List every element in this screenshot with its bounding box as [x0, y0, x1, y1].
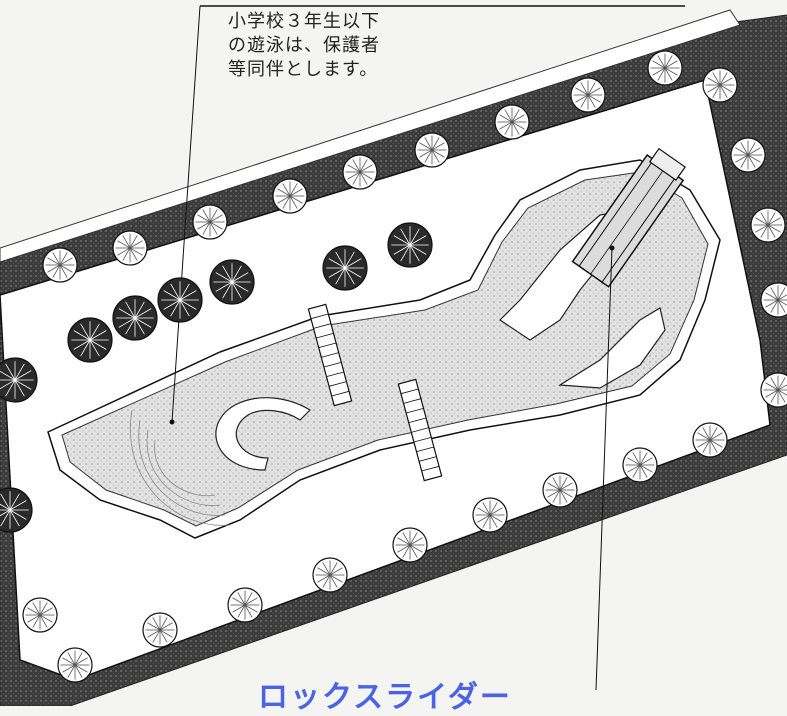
tree-icon	[42, 247, 78, 283]
tree-icon	[472, 497, 508, 533]
tree-icon	[760, 372, 787, 408]
tree-icon	[342, 154, 378, 190]
dark-tree-icon	[0, 357, 38, 403]
dark-tree-icon	[0, 487, 33, 533]
tree-icon	[192, 204, 228, 240]
annotation-leader	[171, 5, 201, 423]
tree-icon	[647, 50, 683, 86]
tree-icon	[702, 67, 738, 103]
dark-tree-icon	[157, 277, 203, 323]
swirl-rings	[130, 409, 231, 526]
tree-icon	[22, 597, 58, 633]
top-strip	[0, 9, 741, 263]
dark-tree-icon	[209, 259, 255, 305]
tree-icon	[542, 472, 578, 508]
tree-icon	[227, 587, 263, 623]
tree-icon	[622, 447, 658, 483]
tree-icon	[414, 132, 450, 168]
annotation-note: 小学校３年生以下 の遊泳は、保護者 等同伴とします。	[228, 11, 380, 80]
tree-icon	[272, 178, 308, 214]
tree-icon	[494, 104, 530, 140]
dark-tree-icon	[67, 317, 113, 363]
tree-icon	[750, 207, 786, 243]
light-trees	[22, 50, 787, 683]
dark-tree-icon	[387, 222, 433, 268]
dark-tree-icon	[322, 245, 368, 291]
tree-icon	[760, 282, 787, 318]
tree-icon	[392, 527, 428, 563]
annotation-leader-dot	[169, 419, 175, 425]
tree-icon	[112, 230, 148, 266]
tree-icon	[730, 137, 766, 173]
slide-leader-dot	[609, 245, 615, 251]
dark-trees	[0, 222, 433, 533]
bridge-1	[307, 303, 353, 407]
tree-icon	[57, 647, 93, 683]
tree-icon	[692, 422, 728, 458]
rock-slider-label: ロックスライダー	[258, 680, 512, 715]
dark-tree-icon	[112, 295, 158, 341]
c-island	[215, 397, 311, 471]
slide-leader	[595, 247, 613, 691]
tree-icon	[142, 612, 178, 648]
tree-icon	[312, 557, 348, 593]
slide-icon	[571, 147, 686, 288]
bridge-2	[397, 378, 443, 482]
tree-icon	[570, 77, 606, 113]
